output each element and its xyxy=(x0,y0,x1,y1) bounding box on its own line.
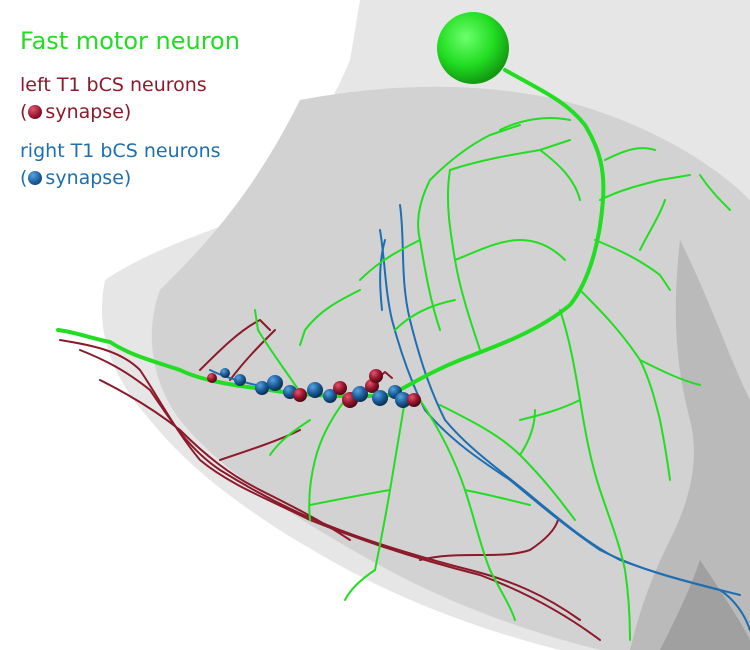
right-synapse xyxy=(234,374,246,386)
dendrite-3 xyxy=(594,239,671,291)
legend-left-label: left T1 bCS neurons xyxy=(20,74,207,96)
dendrite-22 xyxy=(519,409,536,456)
dendrite-25 xyxy=(659,419,671,481)
motor-neuron-soma xyxy=(437,12,509,84)
left-synapse-dot-icon xyxy=(28,105,43,119)
dendrite-29 xyxy=(394,299,456,331)
left-synapse xyxy=(293,388,307,402)
tissue-shadow-dark xyxy=(660,560,750,650)
right-synapse xyxy=(255,381,269,395)
right-bcs-axon-3 xyxy=(379,239,386,311)
tissue-shadow xyxy=(630,240,750,650)
left-synapse xyxy=(207,373,217,383)
right-synapse xyxy=(323,389,337,403)
legend-title: Fast motor neuron xyxy=(20,27,240,55)
dendrite-32 xyxy=(699,174,731,211)
dendrite-30 xyxy=(519,399,581,421)
dendrite-19 xyxy=(308,399,346,521)
legend-left-synapse: synapse) xyxy=(45,101,132,123)
dendrite-2 xyxy=(604,147,656,161)
dendrite-27 xyxy=(344,569,376,601)
right-synapse xyxy=(395,392,411,408)
right-synapse-dot-icon xyxy=(28,171,43,185)
left-bcs-branch-4 xyxy=(419,519,559,561)
right-synapse xyxy=(372,390,388,406)
dendrite-18 xyxy=(309,489,391,506)
left-bcs-axon-2 xyxy=(79,349,581,621)
left-bcs-branch-1 xyxy=(199,319,271,371)
dendrite-12 xyxy=(499,117,571,131)
left-synapse xyxy=(407,393,421,407)
dendrite-24 xyxy=(639,359,701,386)
legend-right-synapse: synapse) xyxy=(45,167,132,189)
legend-left-bcs: left T1 bCS neurons ( synapse) xyxy=(20,72,240,126)
legend: Fast motor neuron left T1 bCS neurons ( s… xyxy=(20,26,240,204)
right-bcs-axon-2 xyxy=(399,204,741,596)
synapse-cluster xyxy=(207,368,421,408)
motor-neurite-main xyxy=(56,68,606,399)
legend-right-label: right T1 bCS neurons xyxy=(20,140,221,162)
dendrite-31 xyxy=(639,199,666,251)
dendrite-1 xyxy=(599,174,691,201)
right-synapse xyxy=(352,386,368,402)
dendrite-21 xyxy=(254,309,301,393)
left-synapse xyxy=(333,381,347,395)
right-synapse xyxy=(267,375,283,391)
right-synapse xyxy=(307,382,323,398)
dendrite-28 xyxy=(539,149,581,201)
legend-left-open: ( xyxy=(20,101,28,123)
legend-left-synapse-row: ( synapse) xyxy=(20,99,240,126)
right-synapse xyxy=(220,368,230,378)
legend-right-bcs: right T1 bCS neurons ( synapse) xyxy=(20,138,240,192)
dendrite-8 xyxy=(449,139,571,171)
fast-motor-neuron xyxy=(56,12,731,641)
dendrite-20 xyxy=(269,419,311,456)
motor-dendrites xyxy=(254,117,731,641)
left-bcs-axon-3 xyxy=(99,379,351,541)
dendrite-17 xyxy=(464,489,531,506)
dendrite-26 xyxy=(489,569,516,621)
dendrite-11 xyxy=(429,124,521,181)
legend-right-synapse-row: ( synapse) xyxy=(20,165,240,192)
legend-right-open: ( xyxy=(20,167,28,189)
dendrite-13 xyxy=(299,289,361,346)
left-synapse xyxy=(369,369,383,383)
left-bcs-branch-2 xyxy=(229,329,276,381)
left-bcs-branch-3 xyxy=(219,429,301,461)
dendrite-10 xyxy=(359,239,421,281)
dendrite-23 xyxy=(599,489,631,641)
dendrite-7 xyxy=(454,239,566,261)
